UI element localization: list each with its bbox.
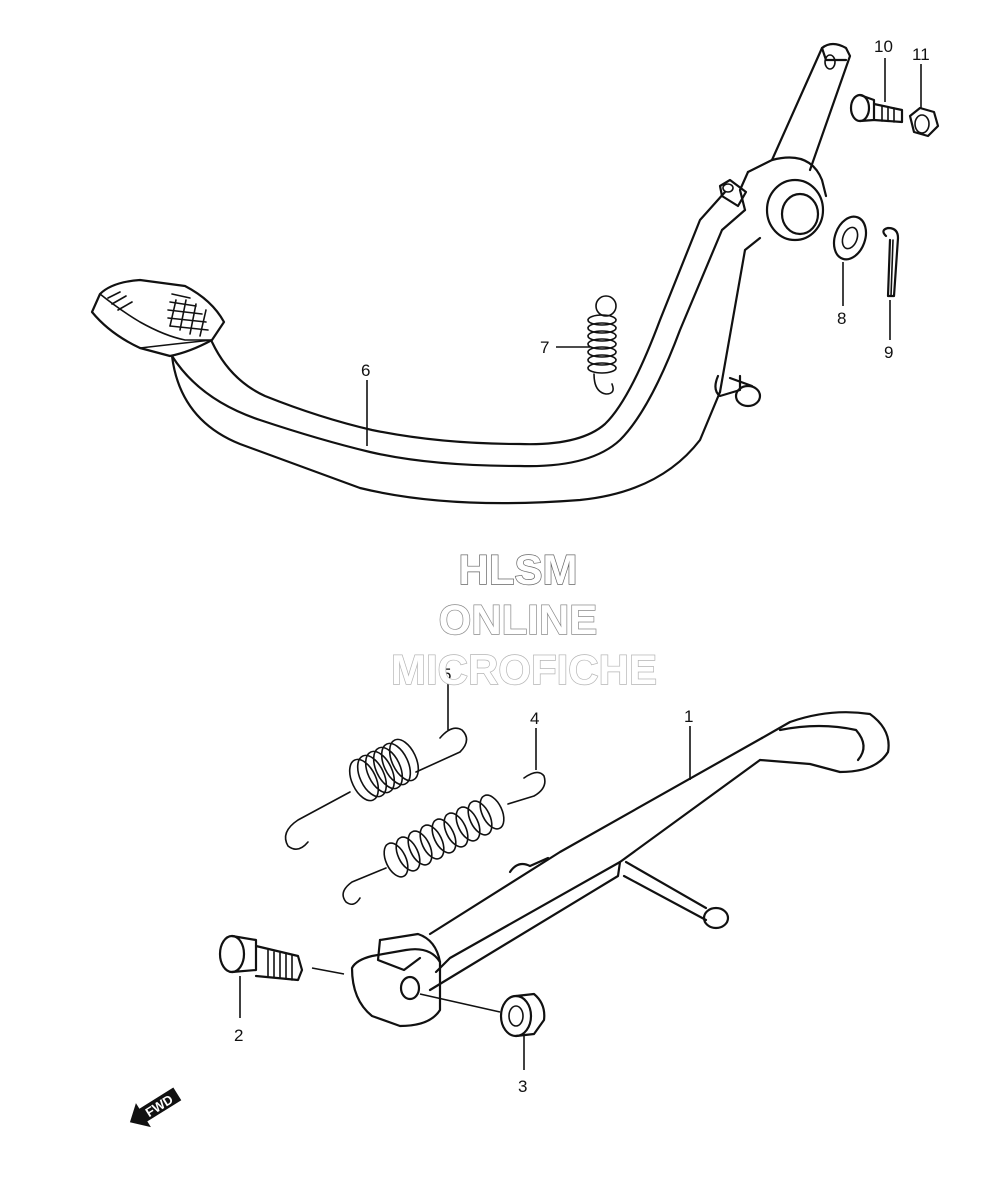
callout-1: 1 xyxy=(684,707,693,726)
callout-2: 2 xyxy=(234,1026,243,1045)
pivot-bolt-part xyxy=(218,934,304,982)
leader-lines xyxy=(239,58,922,1070)
spring-upper-part xyxy=(284,727,468,850)
cotter-pin-part xyxy=(882,226,900,298)
nut-part xyxy=(908,106,940,138)
watermark-line-3: MICROFICHE xyxy=(391,646,657,693)
callout-11: 11 xyxy=(912,45,930,64)
spring-long-part xyxy=(342,771,546,906)
fwd-arrow-icon: FWD xyxy=(129,1087,182,1128)
spring-small-part xyxy=(587,295,617,395)
brake-pedal-part xyxy=(90,42,852,505)
washer-part xyxy=(832,215,868,261)
watermark-line-1: HLSM xyxy=(459,546,578,593)
callout-3: 3 xyxy=(518,1077,527,1096)
callout-10: 10 xyxy=(874,37,893,56)
callout-5: 5 xyxy=(442,665,451,684)
callout-6: 6 xyxy=(361,361,370,380)
watermark: HLSM ONLINE MICROFICHE xyxy=(390,545,657,693)
callout-7: 7 xyxy=(540,338,549,357)
callout-9: 9 xyxy=(884,343,893,362)
callout-numbers: 1 2 3 4 5 6 7 8 9 10 11 xyxy=(234,37,930,1096)
callout-8: 8 xyxy=(837,309,846,328)
callout-4: 4 xyxy=(530,709,539,728)
stand-nut-part xyxy=(499,992,546,1038)
watermark-line-2: ONLINE xyxy=(439,596,598,643)
side-stand-part xyxy=(350,711,890,1028)
bolt-part xyxy=(849,93,904,124)
